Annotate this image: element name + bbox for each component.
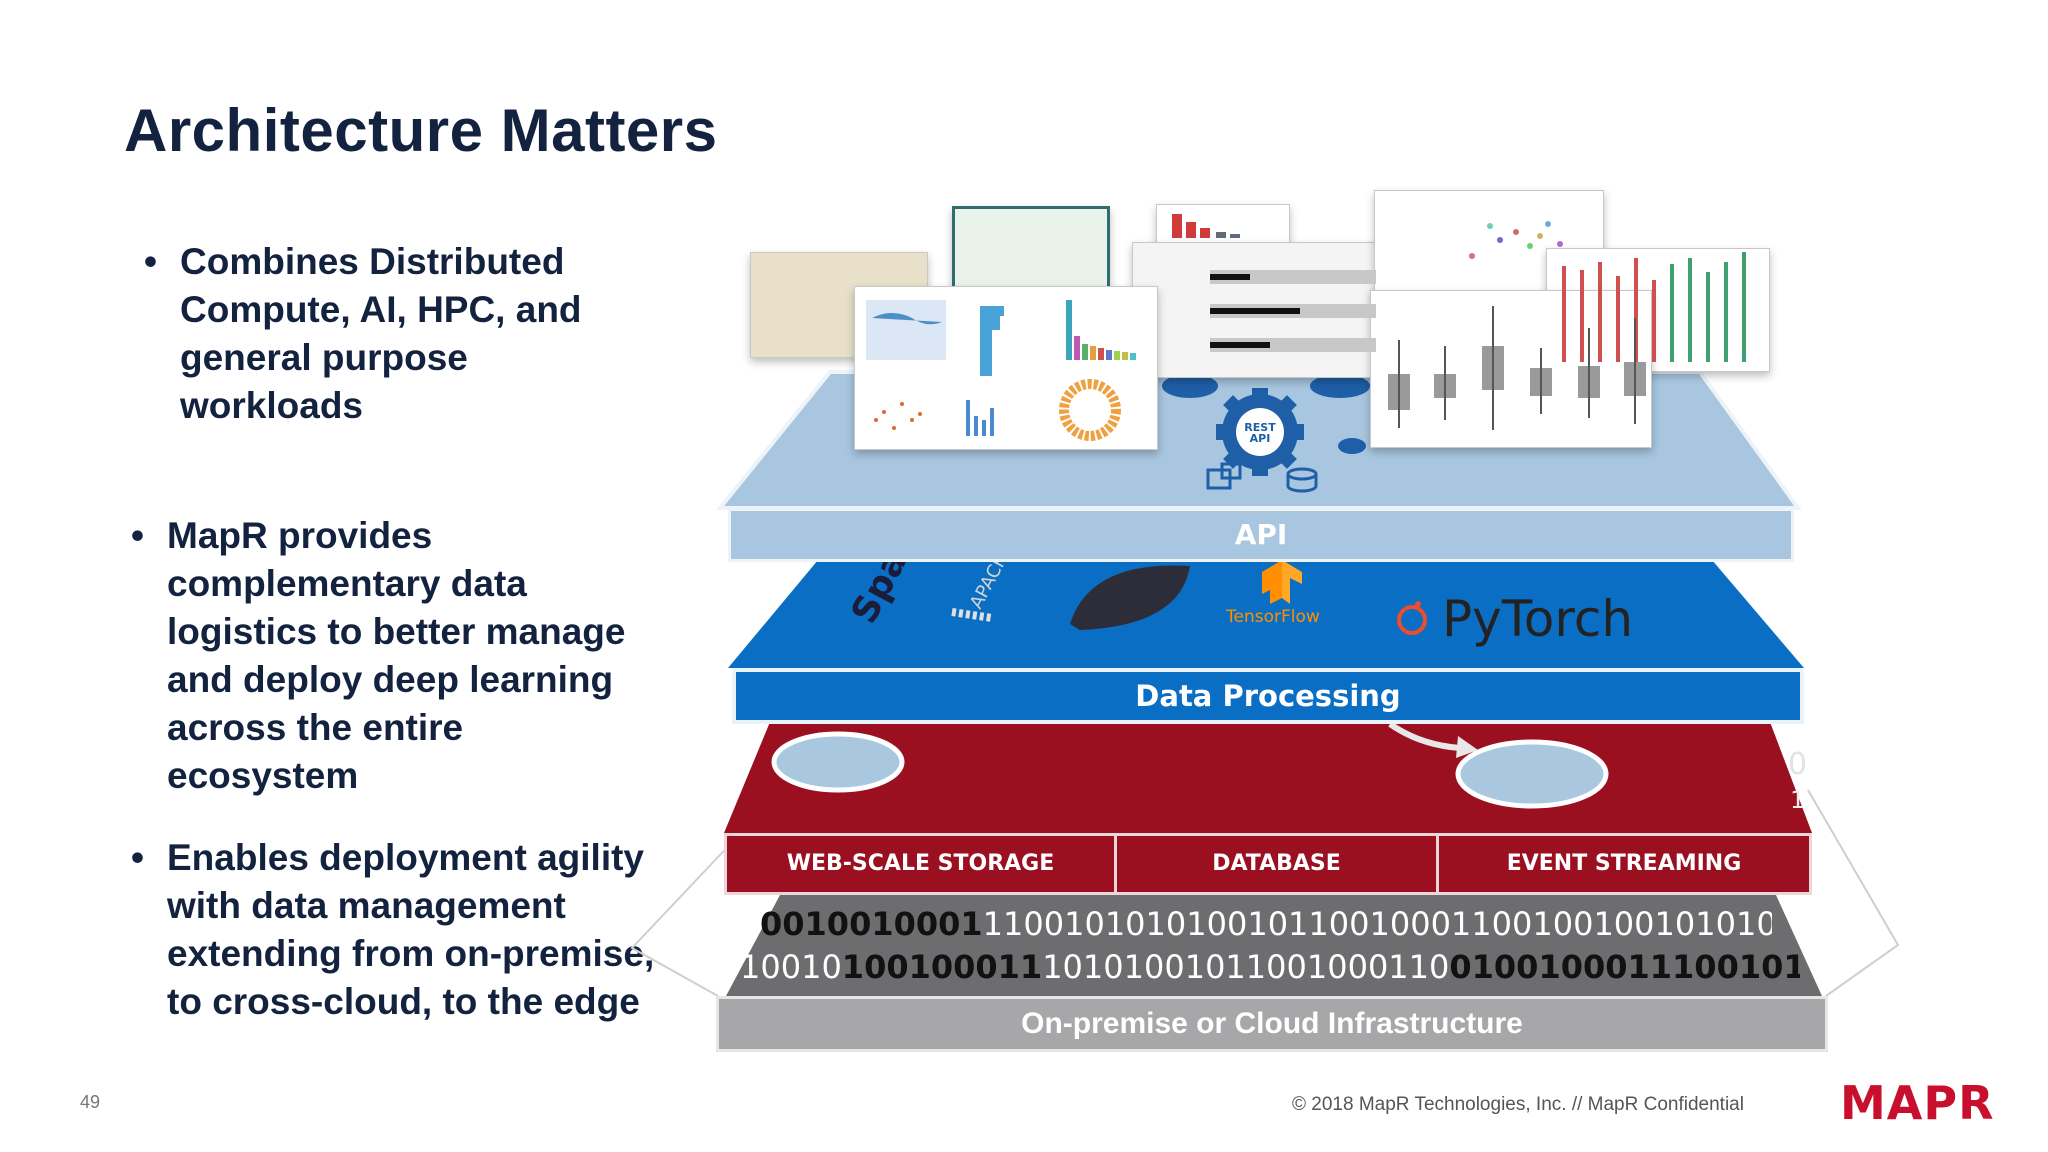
- data-processing-layer-bar: Data Processing: [732, 668, 1804, 724]
- binary-line-2: 1001010010001110101001011001000110010010…: [740, 948, 1800, 986]
- cloud-icon: [1162, 374, 1370, 454]
- binary-line-2-start: 10010: [740, 948, 842, 986]
- database-icon: [1286, 467, 1318, 493]
- binary-line-2-mid: 10101001011001000110: [1042, 948, 1450, 986]
- api-layer-bar: API: [728, 508, 1794, 562]
- dashboard-thumbnail-grid: [952, 206, 1110, 292]
- svg-text:1: 1: [1790, 786, 1805, 814]
- web-scale-storage-cell: WEB-SCALE STORAGE: [727, 836, 1117, 892]
- bullet-1: • Combines Distributed Compute, AI, HPC,…: [144, 238, 600, 430]
- binary-line-1-rest: 1100101010100101100100011001001001010100: [982, 905, 1772, 943]
- pytorch-label: PyTorch: [1442, 590, 1633, 648]
- framework-leaf-logo: [1070, 565, 1190, 630]
- tensorflow-label: TensorFlow: [1225, 607, 1320, 627]
- tensorflow-logo: [1262, 560, 1302, 604]
- storage-layer-bar: WEB-SCALE STORAGE DATABASE EVENT STREAMI…: [724, 833, 1812, 895]
- bullet-2-line-2: complementary data: [167, 563, 527, 604]
- binary-line-1-bold: 0010010001: [760, 905, 983, 943]
- database-cell: DATABASE: [1117, 836, 1439, 892]
- data-processing-layer-top: [728, 560, 1804, 668]
- page-number: 49: [80, 1092, 101, 1112]
- bullet-1-line-1: Combines Distributed: [180, 241, 565, 282]
- bullet-1-line-2: Compute, AI, HPC, and: [180, 289, 582, 330]
- copyright-text: © 2018 MapR Technologies, Inc. // MapR C…: [1292, 1094, 1744, 1115]
- bullet-3-line-4: to cross-cloud, to the edge: [167, 981, 640, 1022]
- bullet-2-line-4: and deploy deep learning: [167, 659, 614, 700]
- bullet-dot: •: [131, 515, 144, 556]
- pytorch-logo: [1397, 601, 1427, 635]
- bullet-2-line-3: logistics to better manage: [167, 611, 626, 652]
- bullet-3: • Enables deployment agility with data m…: [131, 834, 667, 1026]
- bullet-3-line-1: Enables deployment agility: [167, 837, 645, 878]
- event-streaming-cell: EVENT STREAMING: [1506, 851, 1742, 876]
- binary-line-2-bold: 100100011: [841, 948, 1043, 986]
- binary-layer: [726, 895, 1822, 996]
- binary-line-1: 0010010001110010101010010110010001100100…: [760, 905, 1772, 943]
- bullet-3-line-2: with data management: [167, 885, 566, 926]
- mapr-logo: MAPR: [1840, 1076, 1995, 1130]
- boxes-icon: [1206, 462, 1242, 490]
- rest-api-label: REST API: [1244, 421, 1276, 445]
- bullet-dot: •: [144, 241, 157, 282]
- slide-title: Architecture Matters: [124, 97, 718, 164]
- bullet-dot: •: [131, 837, 144, 878]
- bullet-1-line-4: workloads: [180, 385, 363, 426]
- bullet-2: • MapR provides complementary data logis…: [131, 512, 657, 800]
- rest-api-gear-icon: [1216, 388, 1304, 476]
- bullet-2-line-5: across the entire ecosystem: [167, 707, 464, 796]
- storage-node-right: [1455, 739, 1609, 809]
- bullet-1-line-3: general purpose: [180, 337, 468, 378]
- infrastructure-layer-bar: On-premise or Cloud Infrastructure: [716, 996, 1828, 1052]
- dashboard-thumbnail-boxplot: [1370, 290, 1652, 448]
- svg-text:0: 0: [1788, 747, 1807, 782]
- bullet-2-line-1: MapR provides: [167, 515, 433, 556]
- bullet-3-line-3: extending from on-premise,: [167, 933, 655, 974]
- binary-line-2-bold-2: 0100100011100101: [1449, 948, 1800, 986]
- storage-node-left: [771, 731, 905, 793]
